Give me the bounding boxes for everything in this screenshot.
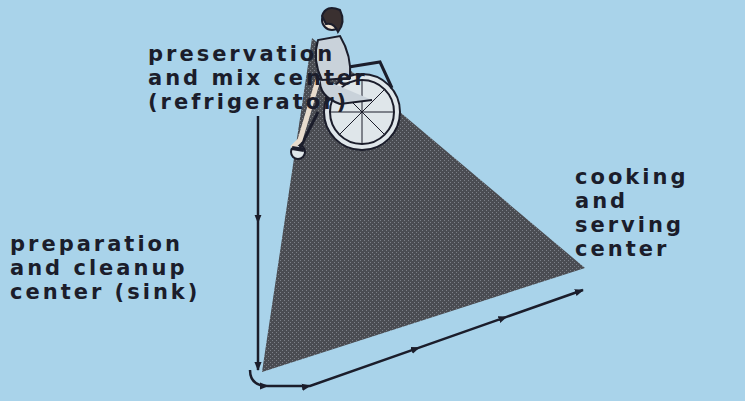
center-label: preservation and mix center (refrigerato… <box>148 42 380 114</box>
flow-arrow <box>250 290 583 386</box>
center-label: preparation and cleanup center (sink) <box>10 232 232 304</box>
work-center: preservation and mix center (refrigerato… <box>148 42 380 116</box>
center-label: cooking and serving center <box>575 165 703 261</box>
work-center: preparation and cleanup center (sink) <box>10 232 260 370</box>
flow-arrow <box>257 116 260 370</box>
work-center: cooking and serving center <box>575 165 715 290</box>
